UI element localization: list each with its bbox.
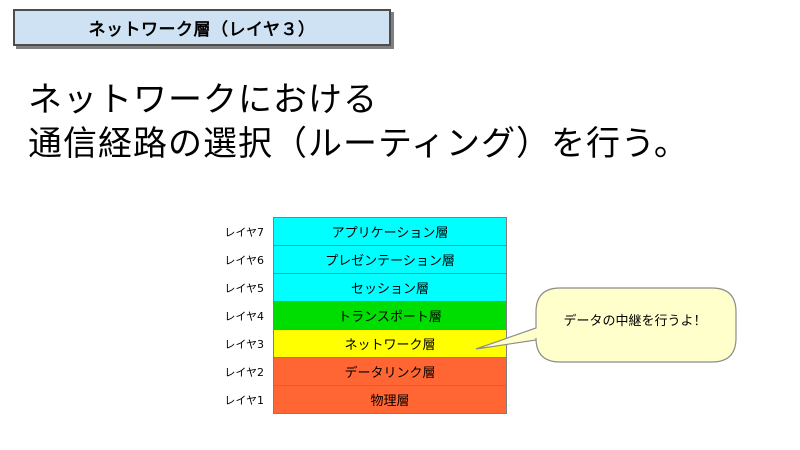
callout-text: データの中継を行うよ！ (563, 314, 707, 329)
layer-name: アプリケーション層 (331, 226, 449, 241)
layer-label: レイヤ3 (224, 337, 264, 351)
layer-name: トランスポート層 (338, 310, 442, 325)
slide-heading: ネットワークにおける 通信経路の選択（ルーティング）を行う。 (28, 78, 788, 166)
layer-name: プレゼンテーション層 (325, 254, 455, 269)
layer-7: レイヤ7 アプリケーション層 (224, 218, 507, 246)
heading-line-1: ネットワークにおける (28, 80, 378, 120)
layer-3: レイヤ3 ネットワーク層 (224, 330, 507, 358)
heading-line-2: 通信経路の選択（ルーティング）を行う。 (28, 124, 689, 164)
layer-name: 物理層 (370, 394, 410, 409)
layer-4: レイヤ4 トランスポート層 (224, 302, 507, 330)
layer-label: レイヤ2 (224, 365, 264, 379)
layer-label: レイヤ6 (224, 253, 264, 267)
layer-label: レイヤ4 (224, 309, 264, 323)
layer-name: セッション層 (350, 282, 429, 297)
layer-label: レイヤ5 (224, 281, 264, 295)
layer-1: レイヤ1 物理層 (224, 386, 507, 414)
layer-name: ネットワーク層 (344, 338, 436, 353)
slide-title: ネットワーク層（レイヤ３） (13, 9, 391, 46)
layer-label: レイヤ1 (224, 393, 264, 407)
layer-6: レイヤ6 プレゼンテーション層 (224, 246, 507, 274)
layer-label: レイヤ7 (224, 225, 264, 239)
layer-2: レイヤ2 データリンク層 (224, 358, 507, 386)
osi-layer-stack: レイヤ7 アプリケーション層 レイヤ6 プレゼンテーション層 レイヤ5 セッショ… (224, 217, 507, 414)
layer-name: データリンク層 (344, 366, 436, 381)
layer-5: レイヤ5 セッション層 (224, 274, 507, 302)
